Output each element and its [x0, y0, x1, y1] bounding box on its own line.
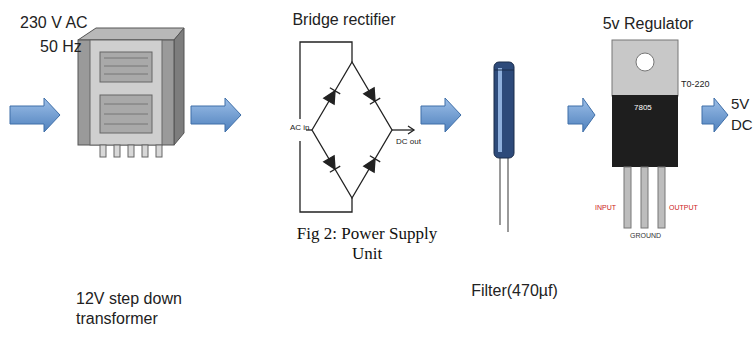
- component-block: Bridge rectifier: [242, 6, 420, 238]
- input-arrow: [10, 98, 60, 132]
- annotation-label: 7805: [634, 104, 652, 113]
- component-name: 12V step down transformer: [76, 289, 186, 329]
- component-block: 5v Regulator: [596, 10, 700, 265]
- component-block: 12V step down transformer: [62, 15, 190, 333]
- figure-caption: Fig 2: Power Supply Unit: [282, 224, 452, 263]
- component-name: Filter(470µf): [466, 281, 563, 301]
- flow-arrow: [568, 98, 595, 132]
- annotation-label: T0-220: [681, 80, 710, 90]
- annotation-label: OUTPUT: [669, 204, 698, 212]
- annotation-label: AC in: [290, 124, 310, 133]
- component-name: Bridge rectifier: [272, 10, 416, 30]
- capacitor-picture: [494, 62, 514, 232]
- output-arrow: [702, 98, 728, 132]
- flow-arrow: [191, 98, 241, 132]
- annotation-label: INPUT: [595, 204, 616, 212]
- transformer-picture: [78, 28, 184, 157]
- component-name: 5v Regulator: [600, 14, 696, 34]
- regulator-picture: [612, 40, 678, 228]
- annotation-label: 5V: [731, 96, 749, 113]
- annotation-label: DC out: [396, 138, 421, 147]
- bridge-rectifier-symbol: [300, 42, 414, 212]
- annotation-label: 50 Hz: [40, 38, 82, 56]
- annotation-label: DC: [731, 117, 753, 134]
- flow-arrow: [421, 98, 461, 132]
- component-block: Filter(470µf): [462, 60, 567, 305]
- annotation-label: 230 V AC: [20, 14, 88, 32]
- annotation-label: GROUND: [630, 232, 661, 240]
